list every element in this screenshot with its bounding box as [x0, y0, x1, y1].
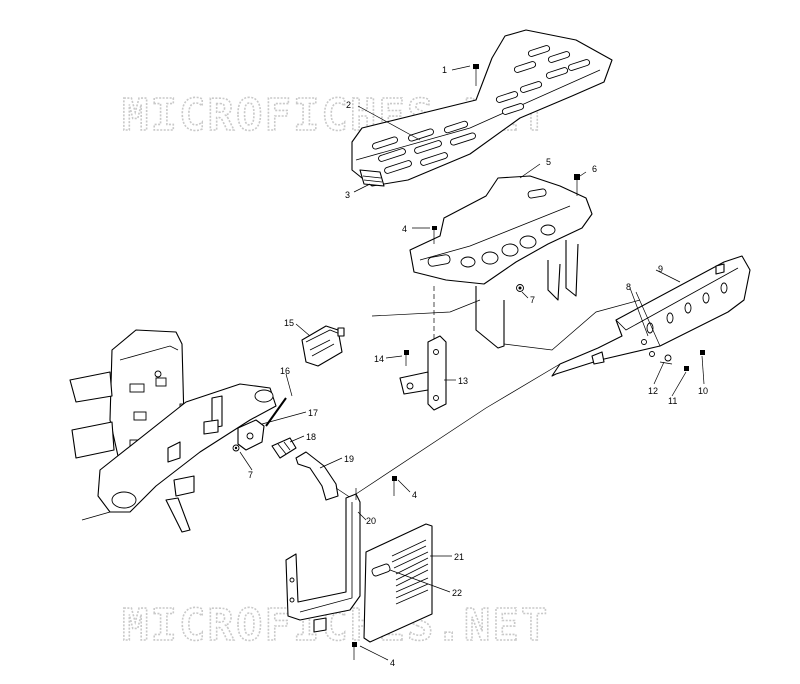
part-4-bolt-mid [392, 476, 397, 496]
part-5-rack-bracket [371, 175, 641, 351]
callout-1: 1 [442, 65, 447, 75]
callout-8: 8 [626, 282, 631, 292]
callout-labels: 1 2 3 4 5 6 4 7 8 9 15 14 13 16 17 18 7 … [248, 65, 708, 668]
callout-9: 9 [658, 264, 663, 274]
callout-4: 4 [402, 224, 407, 234]
part-4-bolt-lower [352, 642, 357, 660]
part-2-rack-plate [351, 29, 613, 187]
callout-4d: 4 [390, 658, 395, 668]
callout-17: 17 [308, 408, 318, 418]
part-20-flap-bracket [285, 488, 361, 633]
callout-7b: 7 [248, 470, 253, 480]
part-9-bumper [551, 255, 751, 377]
part-7-nut-upper [516, 284, 524, 292]
callout-7: 7 [530, 295, 535, 305]
callout-10: 10 [698, 386, 708, 396]
part-15-tail-light [301, 325, 345, 367]
callout-12: 12 [648, 386, 658, 396]
callout-13: 13 [458, 376, 468, 386]
callout-2: 2 [346, 100, 351, 110]
part-18-connector [271, 437, 297, 459]
part-6-bolt [574, 174, 580, 196]
part-3-pad [359, 169, 385, 187]
callout-5: 5 [546, 157, 551, 167]
part-7-nut-lower [232, 444, 240, 452]
part-1-bolt [473, 64, 479, 86]
callout-4c: 4 [412, 490, 417, 500]
part-13-light-bracket [399, 335, 447, 411]
callout-15: 15 [284, 318, 294, 328]
callout-21: 21 [454, 552, 464, 562]
part-4-bolt-upper [432, 226, 437, 342]
part-21-mud-flap [363, 523, 433, 643]
part-14-bolt [404, 350, 409, 366]
callout-18: 18 [306, 432, 316, 442]
callout-19: 19 [344, 454, 354, 464]
part-19-tube [295, 363, 561, 501]
part-16-bolt [265, 397, 287, 427]
callout-3: 3 [345, 190, 350, 200]
callout-20: 20 [366, 516, 376, 526]
part-17-hitch [237, 419, 265, 451]
frame-assembly [69, 329, 277, 533]
callout-22: 22 [452, 588, 462, 598]
callout-6: 6 [592, 164, 597, 174]
callout-14: 14 [374, 354, 384, 364]
bumper-fasteners [635, 291, 705, 371]
callout-11: 11 [668, 396, 677, 406]
callout-16: 16 [280, 366, 290, 376]
leader-lines [239, 65, 705, 661]
